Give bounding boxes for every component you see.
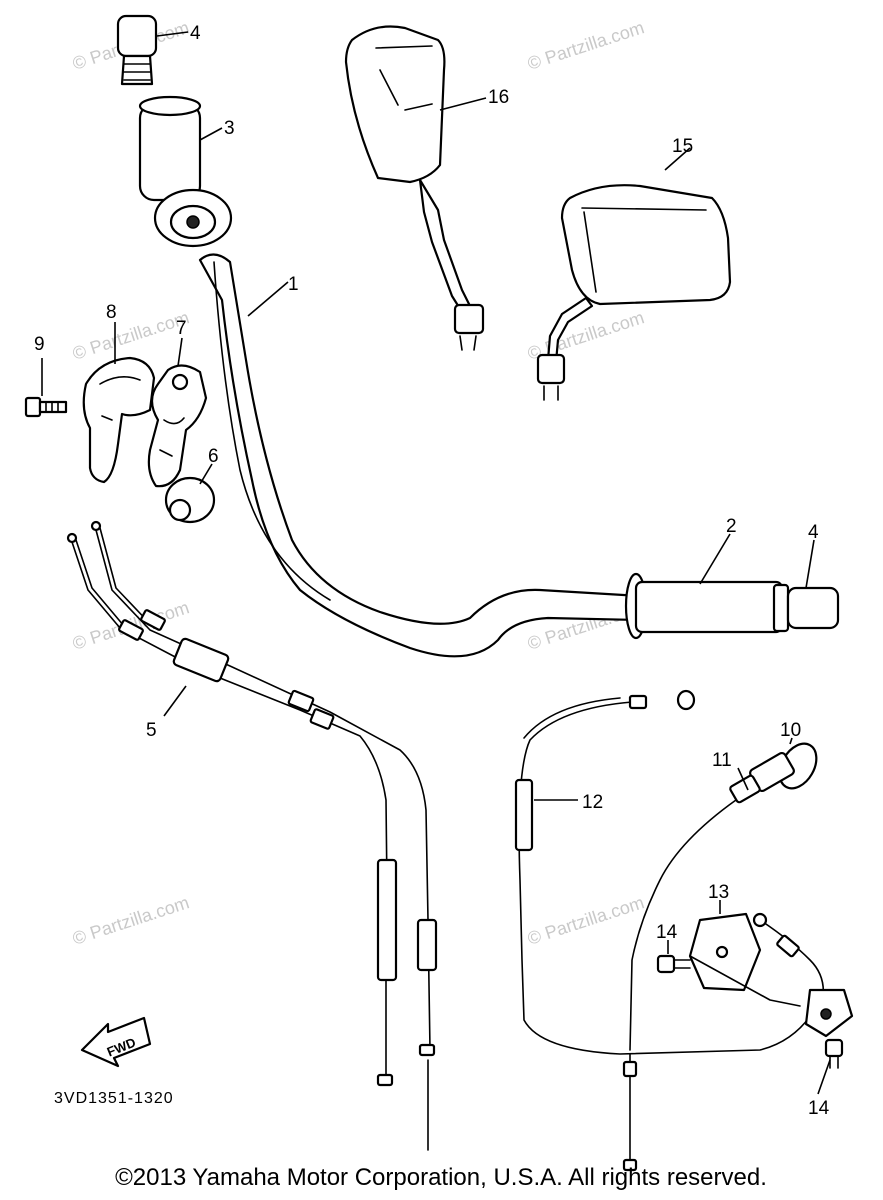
callout-15: 15 [672,136,693,157]
callouts: 4 3 16 15 1 8 7 9 6 2 4 5 10 11 12 13 14… [34,23,830,1119]
cable-right [752,912,854,1038]
throttle-cables [66,520,438,1151]
callout-3: 3 [224,118,235,139]
mirror-left [344,25,487,351]
callout-14-lower: 14 [808,1098,830,1119]
callout-9: 9 [34,334,45,355]
throttle-grip [138,95,233,248]
callout-14-upper: 14 [656,922,678,943]
callout-16: 16 [488,87,509,108]
callout-1: 1 [288,274,299,295]
callout-13: 13 [708,882,729,903]
screw [24,358,68,418]
throttle-housing-lower [147,337,208,488]
callout-7: 7 [176,318,187,339]
watermark: © Partzilla.com [70,307,192,364]
mirror-right [536,147,732,401]
diagram-code: 3VD1351-1320 [54,1090,174,1107]
switch-assembly [629,737,818,1051]
forward-arrow: FWD [80,1016,152,1068]
grip-end-top [116,14,189,86]
watermark: © Partzilla.com [525,892,647,949]
callout-6: 5 [146,720,157,741]
throttle-housing-upper [82,322,156,484]
callout-12: 12 [582,792,603,813]
handlebar [198,253,642,658]
copyright-notice: ©2013 Yamaha Motor Corporation, U.S.A. A… [115,1164,767,1191]
callout-11: 11 [712,750,732,771]
callout-5: 6 [208,446,219,467]
callout-4-right: 4 [808,522,819,543]
watermark: © Partzilla.com [525,17,647,74]
bracket [688,900,801,1007]
callout-10: 10 [780,720,801,741]
bolt-upper [656,940,691,974]
bolt-lower [817,1038,844,1095]
callout-4: 4 [190,23,201,44]
grip-end-right [772,539,840,633]
grip-right [624,533,784,640]
collar [164,463,216,524]
watermark: © Partzilla.com [70,892,192,949]
callout-2: 2 [726,516,737,537]
callout-8: 8 [106,302,117,323]
cable-12 [514,689,821,1172]
